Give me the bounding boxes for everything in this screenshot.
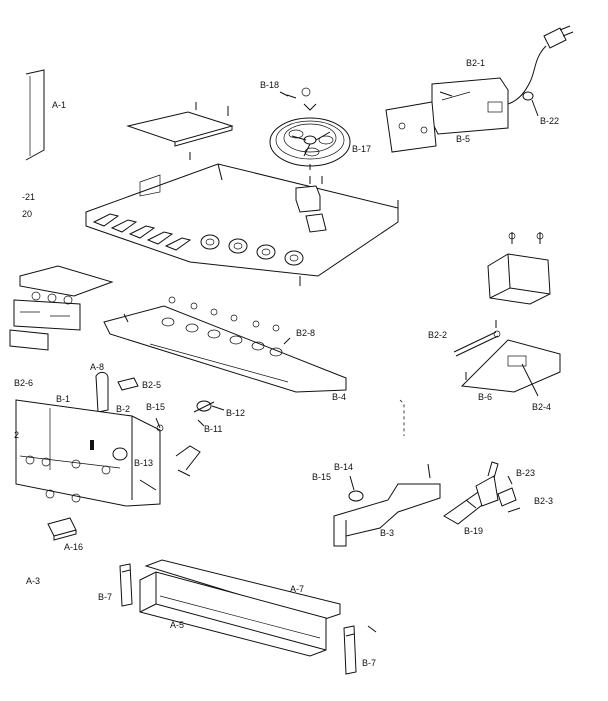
label-2: 2	[14, 430, 19, 440]
label-a16: A-16	[64, 542, 83, 552]
label-b2-5: B2-5	[142, 380, 161, 390]
part-b18-screw: B-18	[260, 80, 317, 111]
label-b18: B-18	[260, 80, 279, 90]
part-front-panel: B-1 B-2 B2-6 2 B-13	[14, 378, 161, 507]
label-20: 20	[22, 209, 32, 219]
label-b23: B-23	[516, 468, 535, 478]
part-b6-plate: B2-2 B-6 B2-4	[428, 320, 561, 412]
label-b2-6: B2-6	[14, 378, 33, 388]
label-a7: A-7	[290, 584, 304, 594]
label-b2-8: B2-8	[296, 328, 315, 338]
label-a1: A-1	[52, 100, 66, 110]
part-b15-b12-b11: B-15 B-12 B-11	[146, 400, 245, 477]
part-b17-reel: B-17	[269, 117, 371, 170]
part-b4-bracket: B2-8 B-4	[103, 296, 347, 402]
label-b1: B-1	[56, 394, 70, 404]
label-b2-2: B2-2	[428, 330, 447, 340]
label-b4: B-4	[332, 392, 346, 402]
part-transformer	[487, 232, 551, 305]
label-a3: A-3	[26, 576, 40, 586]
label-b2-3: B2-3	[534, 496, 553, 506]
label-b11: B-11	[204, 424, 222, 434]
part-a8: A-8	[90, 362, 109, 413]
part-b2-5: B2-5	[117, 377, 161, 391]
label-b2-1: B2-1	[466, 58, 485, 68]
label-a5: A-5	[170, 620, 184, 630]
label-b7-a: B-7	[98, 592, 112, 602]
part-b5-bracket: B2-1 B-5	[385, 58, 509, 153]
label-a8: A-8	[90, 362, 104, 372]
label-b2: B-2	[116, 404, 130, 414]
label-b22: B-22	[540, 116, 559, 126]
part-a5-strip: A-5	[139, 571, 327, 657]
label-b3: B-3	[380, 528, 394, 538]
label-b19: B-19	[464, 526, 483, 536]
b4-screws	[161, 296, 283, 357]
label-b12: B-12	[226, 408, 245, 418]
label-b2-4: B2-4	[532, 402, 551, 412]
label-b15-a: B-15	[146, 402, 165, 412]
label-21: -21	[22, 192, 35, 202]
label-b17: B-17	[352, 144, 371, 154]
part-b7-right-cap: B-7	[343, 625, 377, 675]
label-b7-b: B-7	[362, 658, 376, 668]
part-b19-lever: B-19 B-23 B2-3	[443, 461, 553, 536]
label-b13: B-13	[134, 458, 153, 468]
part-a16-knob: A-16	[47, 517, 83, 552]
label-b14: B-14	[334, 462, 353, 472]
guide-line	[399, 399, 405, 436]
part-b22-power-cord: B-22	[507, 25, 574, 126]
part-left-board	[9, 265, 114, 351]
part-a1-cabinet: A-1	[25, 69, 66, 161]
part-main-pcb	[85, 152, 399, 286]
label-b6: B-6	[478, 392, 492, 402]
label-b5: B-5	[456, 134, 470, 144]
label-b15-b: B-15	[312, 472, 331, 482]
part-b7-left-cap: B-7	[98, 563, 133, 607]
part-b3-bracket: B-14 B-15 B-3	[312, 462, 441, 547]
part-cover-plate	[126, 102, 234, 147]
